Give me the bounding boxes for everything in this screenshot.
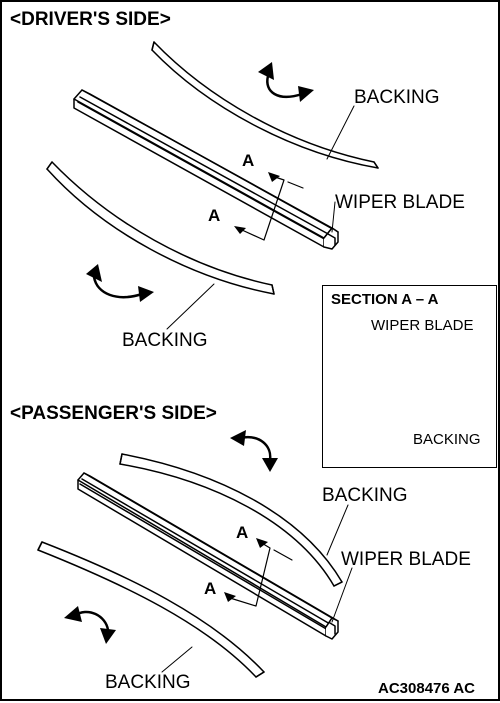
rotate-arrow-icon — [64, 606, 82, 622]
rotate-arrow-icon — [298, 86, 314, 102]
section-arrow-icon — [234, 226, 246, 234]
section-arrow-icon — [256, 538, 268, 548]
rotate-arrow-icon — [100, 628, 116, 644]
rotate-arrow-icon — [258, 62, 274, 80]
driver-section-marker-upper: A — [242, 151, 255, 170]
section-view-title: SECTION A – A — [331, 291, 439, 308]
driver-wiper-blade-label: WIPER BLADE — [335, 192, 465, 213]
passenger-backing-lower-label: BACKING — [105, 672, 191, 693]
section-backing-label: BACKING — [413, 431, 481, 448]
passenger-backing-lower — [37, 541, 265, 678]
driver-backing-lower — [46, 161, 275, 295]
rotate-arrow-icon — [138, 286, 154, 302]
passenger-backing-upper-label: BACKING — [322, 485, 408, 506]
passenger-section-marker-lower: A — [204, 579, 217, 598]
rotate-arrow-icon — [262, 458, 278, 472]
section-view-box: SECTION A – A WIPER BLADE BACKING — [322, 285, 497, 468]
section-arrow-icon — [224, 592, 236, 602]
section-arrow-icon — [241, 175, 304, 241]
leader-lines-passenger — [161, 504, 353, 673]
passenger-section-marker-upper: A — [236, 523, 249, 542]
rotate-arrow-icon — [86, 264, 102, 282]
rotate-arrow-icon — [230, 430, 246, 446]
driver-section-marker-lower: A — [208, 206, 221, 225]
passenger-side-heading: <PASSENGER'S SIDE> — [10, 403, 217, 424]
leader-lines-driver — [166, 105, 355, 330]
figure-code: AC308476 AC — [378, 680, 475, 697]
driver-backing-upper-label: BACKING — [354, 87, 440, 108]
section-arrow-icon — [268, 172, 280, 182]
driver-side-heading: <DRIVER'S SIDE> — [10, 9, 171, 30]
passenger-wiper-blade — [77, 472, 339, 640]
driver-backing-upper — [151, 41, 379, 169]
section-arrow-icon — [229, 541, 293, 607]
passenger-wiper-blade-label: WIPER BLADE — [341, 549, 471, 570]
rotate-arrow-icon — [92, 74, 304, 299]
driver-backing-lower-label: BACKING — [122, 330, 208, 351]
passenger-backing-upper — [119, 453, 343, 587]
section-wiper-blade-label: WIPER BLADE — [371, 317, 474, 334]
